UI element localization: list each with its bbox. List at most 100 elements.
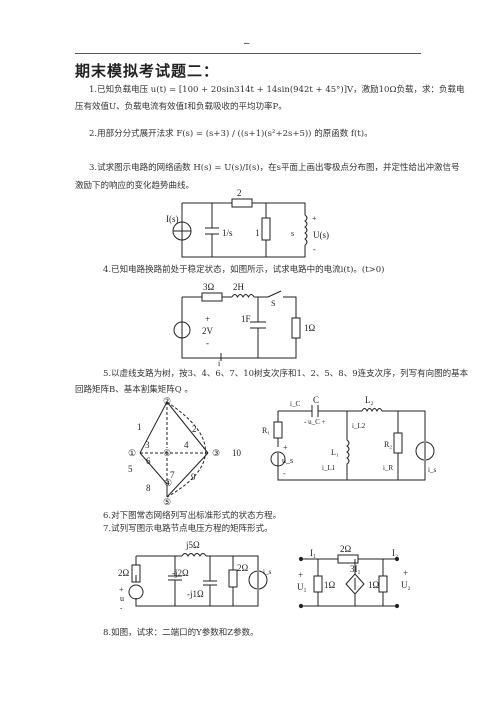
fig3-inductor [304, 214, 308, 246]
fig3-ind-label: s [291, 229, 294, 238]
question-1-line-2: 压有效值U、负载电流有效值I和负载吸收的平均功率P。 [75, 102, 287, 112]
fig5-branch-label-6: 6 [146, 456, 151, 466]
fig6-r2-label: R₂ [384, 440, 392, 449]
question-3-line-2: 激励下的响应的变化趋势曲线。 [75, 181, 195, 191]
question-3-line-1: 3.试求图示电路的网络函数 H(s) = U(s)/I(s)，在s平面上画出零极… [89, 163, 460, 173]
fig6-resistor-1 [273, 421, 283, 439]
fig5-branch-label-3: 3 [145, 440, 150, 450]
fig6-plus: + [283, 443, 288, 452]
fig8-resistor-1b [378, 575, 388, 593]
fig8-i2-label: I₂ [392, 548, 398, 558]
page-title: 期末模拟考试题二： [75, 62, 220, 80]
figure-4-circuit [173, 290, 301, 361]
fig6-l1-label: L₁ [331, 448, 339, 457]
fig4-r2-label: 1Ω [304, 323, 316, 333]
fig6-uc-label: - u_C + [304, 418, 326, 426]
question-5-line-2: 回路矩阵B、基本割集矩阵Q 。 [75, 385, 193, 395]
fig4-l-label: 2H [233, 282, 245, 292]
fig3-resistor-2 [231, 198, 253, 208]
question-8: 8.如图，试求：二端口的Y参数和Z参数。 [103, 628, 259, 638]
fig7-voltage-source [128, 584, 144, 600]
fig4-current-label: i [218, 359, 221, 368]
fig3-source-label: I(s) [166, 214, 179, 224]
header-rule [75, 53, 421, 54]
fig7-r1-label: 2Ω [118, 568, 130, 578]
fig4-cap-label: 1F [241, 314, 251, 324]
fig5-branch-label-2: 2 [192, 424, 197, 434]
fig7-l-label: j5Ω [185, 540, 200, 550]
fig5-node-2: ② [163, 396, 171, 406]
fig6-voltage-source [270, 451, 286, 467]
fig6-is-label: i_s [428, 466, 436, 474]
fig8-plus-1: + [298, 570, 303, 580]
fig6-il1-label: i_L1 [322, 464, 336, 472]
fig8-u2-label: U₂ [401, 580, 411, 590]
fig5-branch-label-1: 1 [137, 422, 142, 432]
fig6-minus: - [283, 469, 286, 478]
fig6-c-label: C [313, 395, 319, 405]
fig4-switch-label: S [271, 299, 275, 308]
fig3-minus: - [313, 245, 316, 254]
fig4-source-label: 2V [202, 326, 214, 336]
fig5-branch-label-9: 9 [191, 472, 196, 482]
fig8-r-top-label: 2Ω [340, 544, 352, 554]
fig8-u1-label: U₁ [297, 582, 307, 592]
fig6-ir-label: i_R [383, 464, 393, 472]
question-4: 4.已知电路换路前处于稳定状态，如图所示，试求电路中的电流i(t)。(t>0) [103, 265, 385, 275]
fig6-current-source [415, 441, 435, 461]
fig3-resistor-1 [261, 217, 271, 241]
fig6-inductor-1 [346, 411, 350, 480]
fig5-branch-label-8: 8 [146, 483, 151, 493]
fig6-il2-label: i_L2 [352, 422, 366, 430]
fig7-plus: + [119, 585, 124, 594]
fig4-resistor-1 [291, 317, 301, 339]
fig7-inductor [181, 553, 207, 557]
fig6-r1-label: R₁ [262, 426, 270, 435]
fig7-current-source [248, 570, 268, 590]
fig5-node-1: ① [128, 448, 136, 458]
figure-7-circuit [128, 553, 268, 607]
fig5-node-4: ④ [164, 478, 172, 488]
fig6-capacitor [311, 405, 319, 417]
fig3-cap-label: 1/s [222, 228, 233, 238]
fig7-is-label: i_s [263, 568, 271, 576]
fig8-dependent-label: 3I₁ [350, 564, 361, 574]
fig6-inductor-2 [361, 408, 383, 413]
question-7: 7.试列写图示电路节点电压方程的矩阵形式。 [103, 524, 273, 534]
fig5-branch-label-7: 7 [170, 470, 175, 480]
fig3-r-top-label: 2 [237, 188, 242, 198]
fig3-r-mid-label: 1 [255, 228, 260, 238]
fig4-inductor [231, 294, 255, 299]
figure-5-graph [139, 401, 209, 498]
fig4-switch [267, 290, 282, 298]
fig7-minus: - [120, 604, 123, 612]
fig8-r1-label: 1Ω [324, 580, 336, 590]
fig5-branch-5 [139, 452, 168, 485]
fig4-plus: + [205, 314, 210, 324]
fig8-plus-2: + [403, 568, 408, 578]
fig6-us-label: u_s [282, 456, 293, 465]
fig4-voltage-source [173, 321, 191, 339]
fig7-resistor-1 [131, 564, 141, 583]
fig8-resistor-2 [337, 554, 359, 564]
fig7-resistor-2 [228, 569, 238, 588]
fig6-ic-label: i_C [290, 400, 300, 408]
header-mark: – [244, 38, 250, 49]
fig4-resistor-3 [201, 292, 223, 302]
fig7-c2-label: -j1Ω [187, 589, 204, 599]
fig7-u-label: u [120, 594, 124, 603]
figure-6-circuit [270, 405, 435, 481]
fig8-i1-label: I₁ [310, 548, 316, 558]
fig7-r2-label: 2Ω [237, 563, 249, 573]
fig7-c1-label: -j2Ω [172, 568, 189, 578]
fig4-r1-label: 3Ω [203, 282, 215, 292]
fig5-node-3: ③ [212, 448, 220, 458]
fig4-minus: - [206, 338, 209, 348]
fig5-branch-2 [166, 401, 209, 454]
fig7-capacitor-1 [168, 556, 182, 606]
question-6: 6.对下图常态网络列写出标准形式的状态方程。 [103, 511, 282, 521]
fig6-l2-label: L₂ [365, 395, 374, 405]
fig3-plus: + [312, 214, 317, 223]
fig5-branch-label-10: 10 [232, 448, 242, 458]
